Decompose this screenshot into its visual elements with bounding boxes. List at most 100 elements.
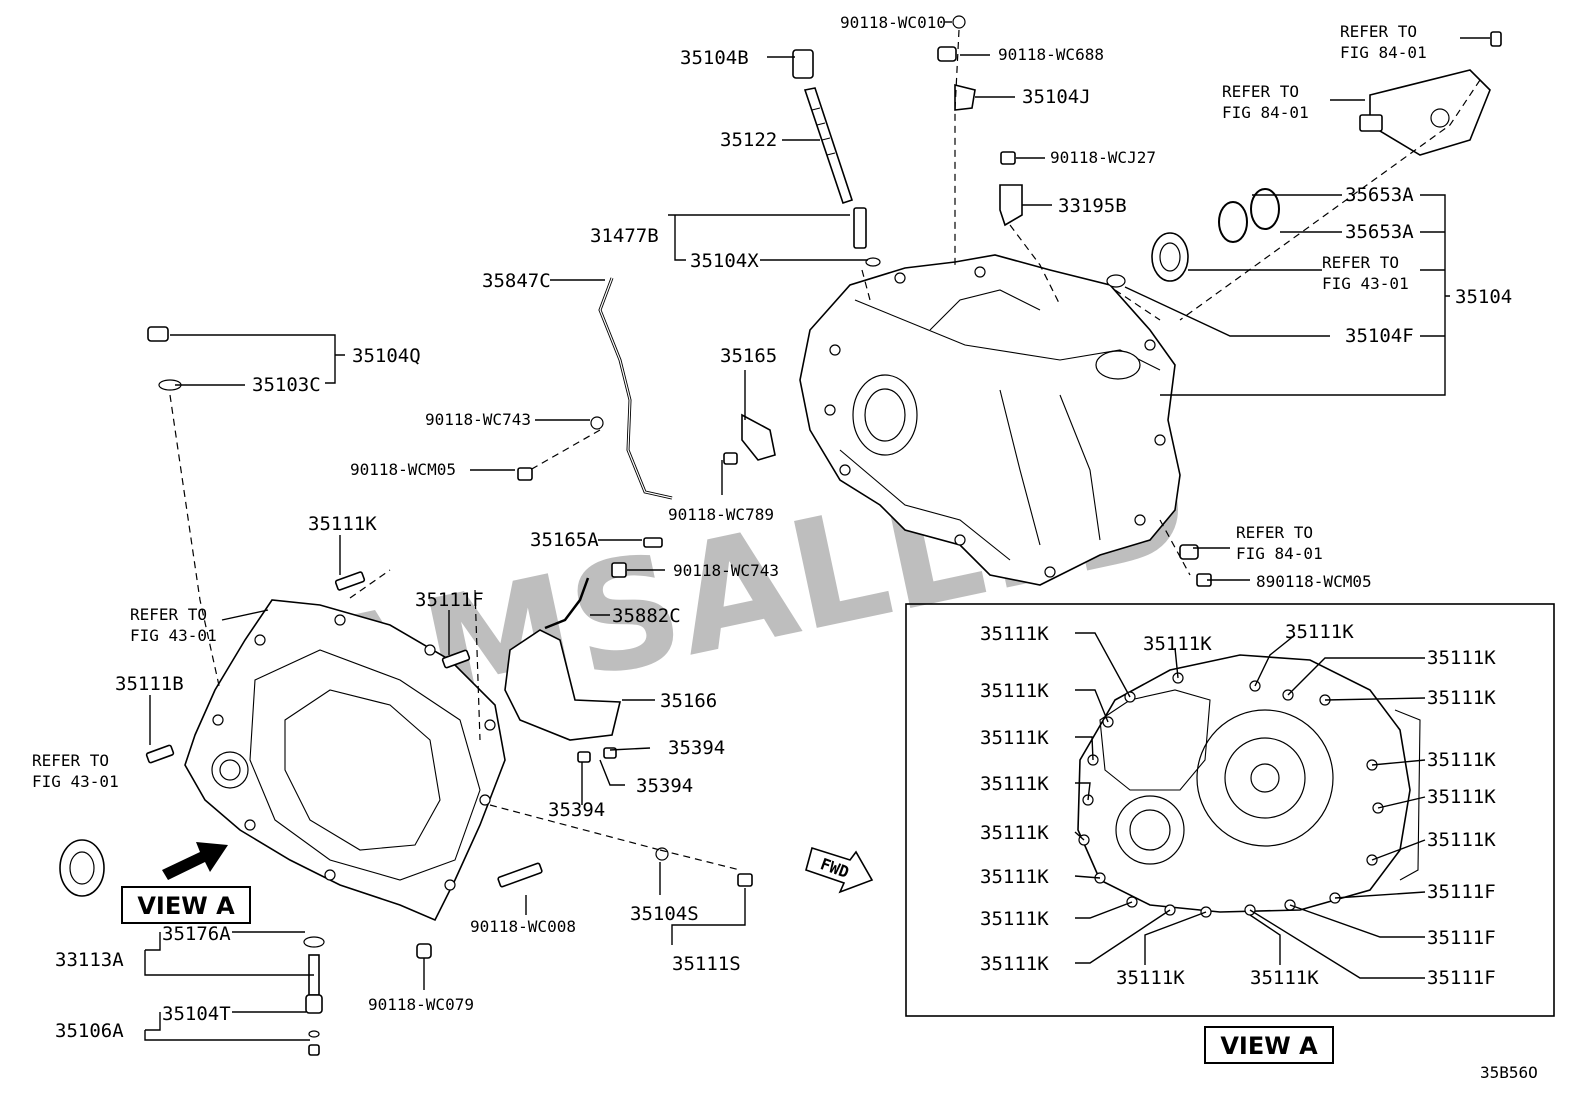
refer-left-2-line1: REFER TO bbox=[32, 751, 109, 770]
view-a-right-4: 35111K bbox=[1427, 829, 1496, 851]
label-890118-WCM05: 890118-WCM05 bbox=[1256, 572, 1372, 591]
view-a-left-5: 35111K bbox=[980, 866, 1049, 888]
label-35882C: 35882C bbox=[612, 605, 681, 627]
label-35104: 35104 bbox=[1455, 286, 1512, 308]
view-a-top-0: 35111K bbox=[1143, 633, 1212, 655]
label-35166: 35166 bbox=[660, 690, 717, 712]
refer-labels: REFER TO FIG 84-01 REFER TO FIG 84-01 RE… bbox=[32, 22, 1427, 791]
refer-top-2-line1: REFER TO bbox=[1222, 82, 1299, 101]
view-a-right-0: 35111K bbox=[1427, 647, 1496, 669]
part-35104F-washer bbox=[1106, 274, 1126, 288]
label-35847C: 35847C bbox=[482, 270, 551, 292]
label-35394-c: 35394 bbox=[548, 799, 605, 821]
part-35104Q-plug bbox=[147, 326, 182, 391]
label-90118-WC743-a: 90118-WC743 bbox=[425, 410, 531, 429]
view-a-right-3: 35111K bbox=[1427, 786, 1496, 808]
assembly-dashed-lines bbox=[169, 29, 1481, 871]
label-35104B: 35104B bbox=[680, 47, 749, 69]
label-35106A: 35106A bbox=[55, 1020, 124, 1042]
label-35103C: 35103C bbox=[252, 374, 321, 396]
view-a-left-6: 35111K bbox=[980, 908, 1049, 930]
refer-top-1-line1: REFER TO bbox=[1340, 22, 1417, 41]
label-90118-WC008: 90118-WC008 bbox=[470, 917, 576, 936]
part-35165-baffle bbox=[741, 413, 776, 461]
transmission-case bbox=[799, 254, 1181, 586]
view-a-inset-frame bbox=[905, 603, 1555, 1017]
view-a-right-2: 35111K bbox=[1427, 749, 1496, 771]
view-a-bottom-0: 35111K bbox=[1116, 967, 1185, 989]
refer-top-2-line2: FIG 84-01 bbox=[1222, 103, 1309, 122]
label-35104Q: 35104Q bbox=[352, 345, 421, 367]
view-a-top-1: 35111K bbox=[1285, 621, 1354, 643]
view-a-right-5: 35111F bbox=[1427, 881, 1496, 903]
refer-right-line1: REFER TO bbox=[1236, 523, 1313, 542]
view-a-left-2: 35111K bbox=[980, 727, 1049, 749]
view-a-right-1: 35111K bbox=[1427, 687, 1496, 709]
label-35653A-b: 35653A bbox=[1345, 221, 1414, 243]
view-a-left-7: 35111K bbox=[980, 953, 1049, 975]
view-a-left-0: 35111K bbox=[980, 623, 1049, 645]
label-90118-WCM05-a: 90118-WCM05 bbox=[350, 460, 456, 479]
label-33113A: 33113A bbox=[55, 949, 124, 971]
fwd-arrow-marker: FWD bbox=[805, 846, 874, 894]
view-a-labels: 35111K 35111K 35111K 35111K 35111K 35111… bbox=[980, 621, 1496, 989]
converter-housing bbox=[184, 599, 506, 922]
view-a-tag-main-text: VIEW A bbox=[137, 892, 235, 920]
label-90118-WC079: 90118-WC079 bbox=[368, 995, 474, 1014]
view-a-left-3: 35111K bbox=[980, 773, 1049, 795]
view-a-right-6: 35111F bbox=[1427, 927, 1496, 949]
part-bolt-small-group bbox=[145, 15, 1212, 764]
view-a-tag-inset-text: VIEW A bbox=[1220, 1032, 1318, 1060]
part-35653A-orings bbox=[1218, 188, 1280, 243]
view-a-left-4: 35111K bbox=[980, 822, 1049, 844]
label-35176A: 35176A bbox=[162, 923, 231, 945]
label-35122: 35122 bbox=[720, 129, 777, 151]
part-control-module bbox=[1359, 31, 1502, 156]
figure-code: 35B56O bbox=[1480, 1063, 1538, 1082]
label-35394-b: 35394 bbox=[636, 775, 693, 797]
label-35111K-main: 35111K bbox=[308, 513, 377, 535]
part-oil-seal-left bbox=[59, 839, 105, 897]
label-90118-WC789: 90118-WC789 bbox=[668, 505, 774, 524]
part-33113A-drain bbox=[303, 936, 325, 1056]
refer-left-2-line2: FIG 43-01 bbox=[32, 772, 119, 791]
view-a-leader-lines bbox=[1074, 632, 1426, 979]
view-a-housing bbox=[1077, 654, 1421, 913]
part-31477B-fitting bbox=[853, 207, 881, 267]
part-35104B-cap bbox=[792, 49, 814, 79]
part-35111S-plug bbox=[655, 847, 753, 887]
label-35165A: 35165A bbox=[530, 529, 599, 551]
part-35882C-pipe bbox=[544, 577, 590, 630]
leader-lines bbox=[144, 21, 1490, 1041]
part-35847C-hose bbox=[598, 277, 673, 500]
label-35653A-a: 35653A bbox=[1345, 184, 1414, 206]
view-a-tag-inset: VIEW A bbox=[1204, 1026, 1334, 1064]
view-a-tag-main: VIEW A bbox=[121, 886, 251, 924]
part-90118-WC079-bolt bbox=[416, 943, 432, 959]
view-a-right-7: 35111F bbox=[1427, 967, 1496, 989]
refer-left-1-line1: REFER TO bbox=[130, 605, 207, 624]
part-35122-dipstick-tube bbox=[803, 87, 854, 205]
part-35166-cover bbox=[504, 629, 622, 741]
label-90118-WCJ27: 90118-WCJ27 bbox=[1050, 148, 1156, 167]
label-35394-a: 35394 bbox=[668, 737, 725, 759]
label-35104F: 35104F bbox=[1345, 325, 1414, 347]
view-a-left-1: 35111K bbox=[980, 680, 1049, 702]
label-35104J: 35104J bbox=[1022, 86, 1091, 108]
label-35104T: 35104T bbox=[162, 1003, 231, 1025]
view-a-bottom-1: 35111K bbox=[1250, 967, 1319, 989]
label-90118-WC743-b: 90118-WC743 bbox=[673, 561, 779, 580]
view-a-arrow bbox=[162, 842, 228, 880]
label-35111B: 35111B bbox=[115, 673, 184, 695]
refer-right-line2: FIG 84-01 bbox=[1236, 544, 1323, 563]
label-35104S: 35104S bbox=[630, 903, 699, 925]
refer-mid-line1: REFER TO bbox=[1322, 253, 1399, 272]
label-33195B: 33195B bbox=[1058, 195, 1127, 217]
label-35111S: 35111S bbox=[672, 953, 741, 975]
refer-left-1-line2: FIG 43-01 bbox=[130, 626, 217, 645]
part-labels: 35104B 90118-WC010 90118-WC688 35104J 35… bbox=[55, 13, 1512, 1042]
label-31477B: 31477B bbox=[590, 225, 659, 247]
label-35111F-main: 35111F bbox=[415, 589, 484, 611]
part-oil-seal-right bbox=[1151, 232, 1189, 282]
